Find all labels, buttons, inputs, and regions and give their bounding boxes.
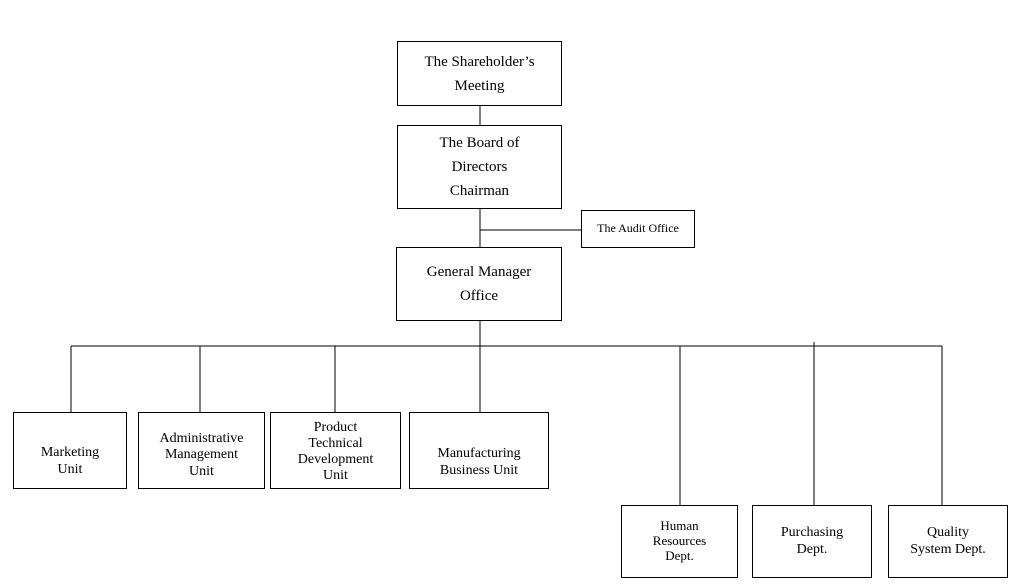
product-technical-development-unit-box: Product Technical Development Unit (270, 412, 401, 489)
marketing-unit-box: Marketing Unit (13, 412, 127, 489)
manufacturing-business-unit-box: Manufacturing Business Unit (409, 412, 549, 489)
administrative-management-unit-box: Administrative Management Unit (138, 412, 265, 489)
general-manager-office-box: General Manager Office (396, 247, 562, 321)
board-of-directors-box: The Board of Directors Chairman (397, 125, 562, 209)
quality-system-dept-box: Quality System Dept. (888, 505, 1008, 578)
purchasing-dept-box: Purchasing Dept. (752, 505, 872, 578)
audit-office-box: The Audit Office (581, 210, 695, 248)
human-resources-dept-box: Human Resources Dept. (621, 505, 738, 578)
shareholders-meeting-box: The Shareholder’s Meeting (397, 41, 562, 106)
